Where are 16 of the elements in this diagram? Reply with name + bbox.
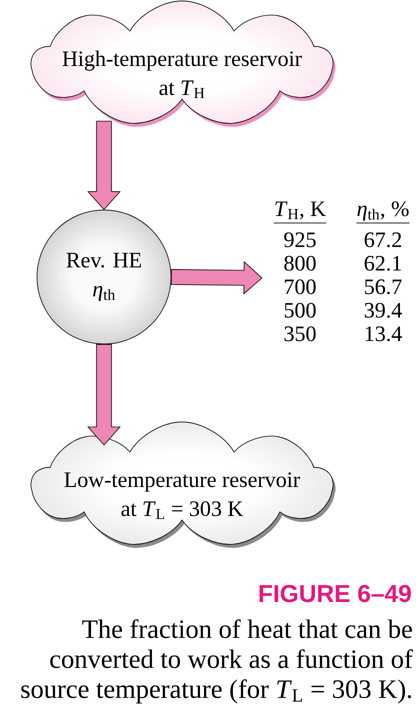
reservoir-cloud: Low-temperature reservoir at T$_{L}$ = 303 K	[30, 422, 336, 548]
engine-sphere: Rev. HE η$_{th}$	[36, 210, 172, 344]
table-cell: 700	[284, 279, 316, 294]
table-cell: 62.1	[364, 256, 401, 271]
table-cell: 56.7	[365, 279, 402, 294]
reservoir-cloud: High-temperature reservoir at T$_{H}$	[30, 0, 336, 127]
caption: The fraction of heat that can be converted to work as a function of source temperature (for T$_{L}$ = 303 K).	[21, 619, 413, 704]
figure-number: FIGURE 6–49	[260, 584, 411, 602]
arrow	[170, 261, 263, 295]
table-cell: 800	[284, 256, 316, 271]
table-cell: 500	[284, 302, 316, 318]
arrow	[87, 344, 121, 446]
table-cell: 925	[284, 232, 316, 248]
table-cell: 39.4	[364, 302, 402, 318]
arrow	[87, 120, 121, 210]
table-cell: 67.2	[364, 232, 402, 248]
